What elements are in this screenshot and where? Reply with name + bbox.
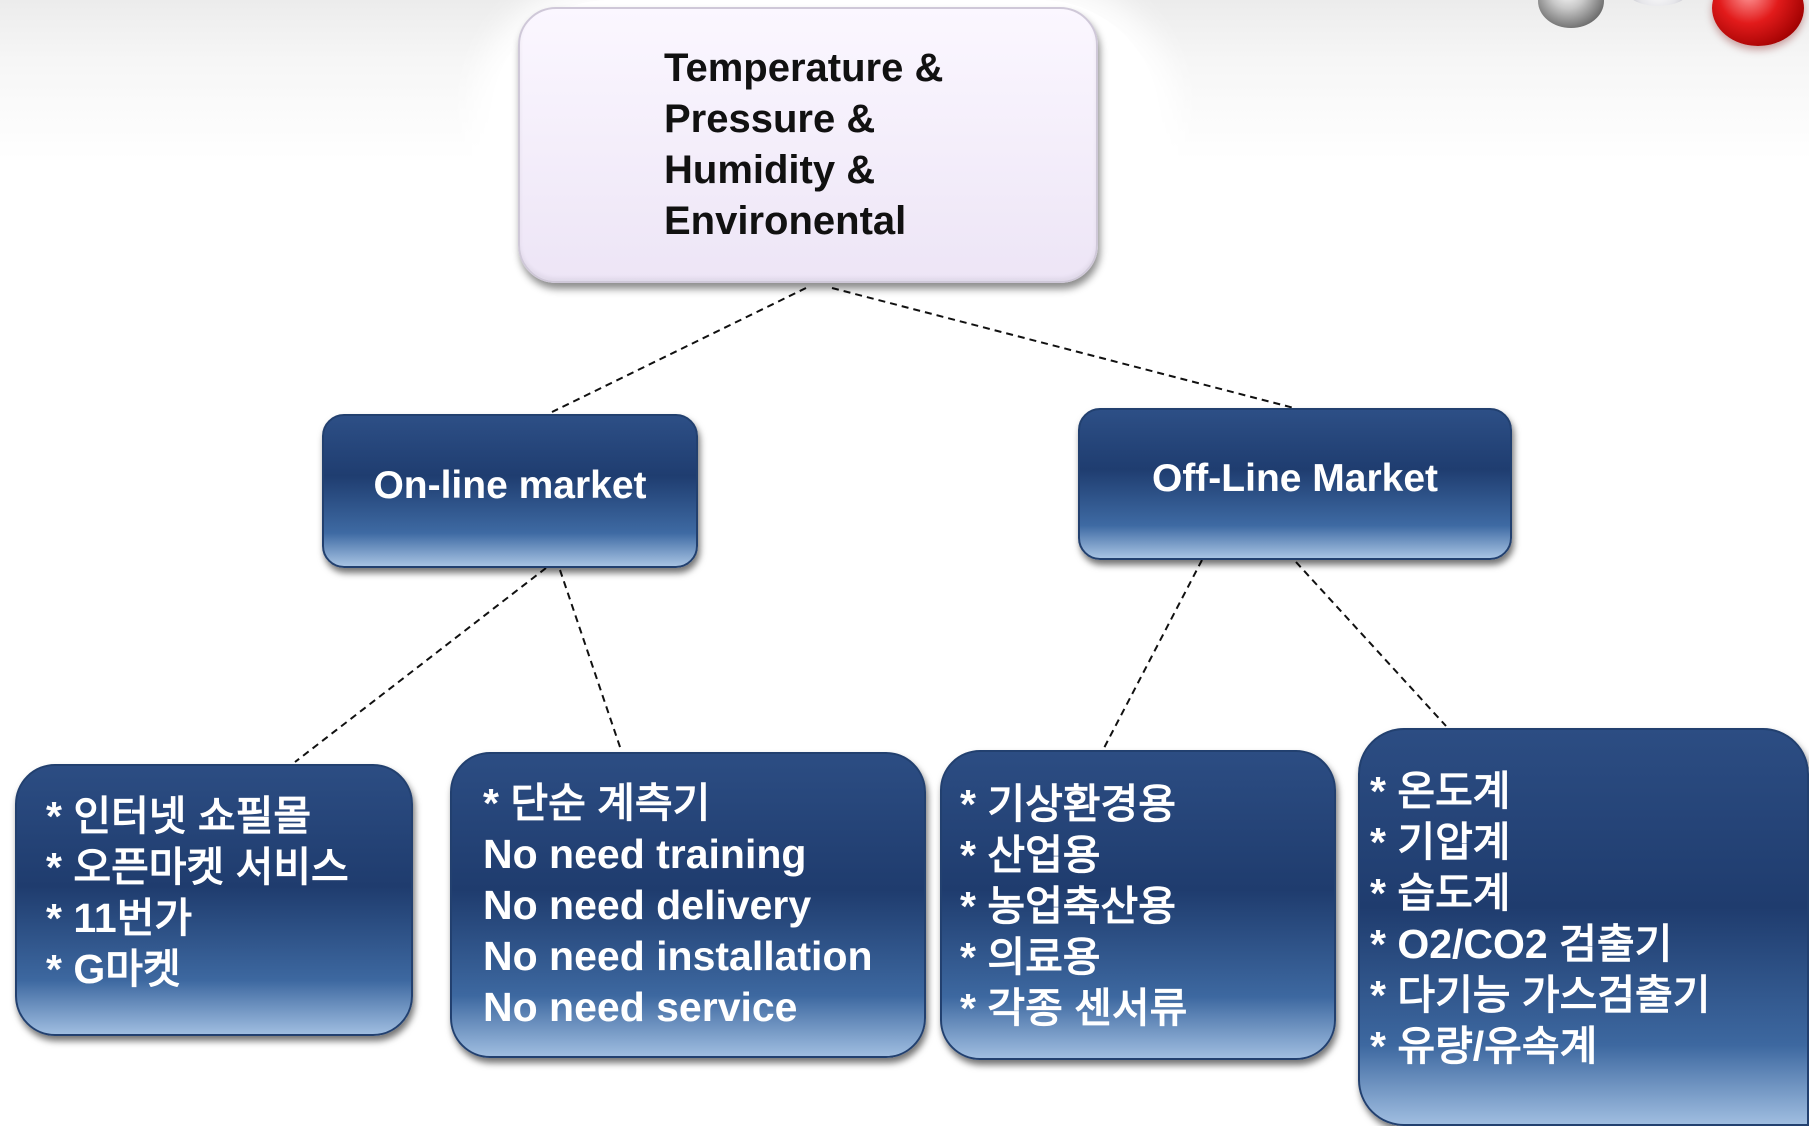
list-item: No need training xyxy=(483,831,807,877)
white-orb-icon xyxy=(1628,0,1688,6)
list-item: * 산업용 xyxy=(960,832,1101,878)
list-item: * G마켓 xyxy=(46,946,181,992)
list-item: * O2/CO2 검출기 xyxy=(1370,921,1673,967)
list-item: * 11번가 xyxy=(46,895,193,941)
list-item: * 기상환경용 xyxy=(960,781,1176,827)
list-item: * 단순 계측기 xyxy=(483,780,711,826)
list-item: * 오픈마켓 서비스 xyxy=(46,844,349,890)
offline-instruments-node: * 온도계 * 기압계 * 습도계 * O2/CO2 검출기 * 다기능 가스검… xyxy=(1358,728,1809,1126)
connector-online-shops xyxy=(294,567,547,763)
list-item: No need service xyxy=(483,984,798,1030)
online-market-label: On-line market xyxy=(373,464,647,507)
offline-market-node: Off-Line Market xyxy=(1078,408,1512,560)
connector-offline-instruments xyxy=(1295,561,1447,727)
list-item: * 기압계 xyxy=(1370,819,1511,865)
root-node: Temperature & Pressure & Humidity & Envi… xyxy=(518,7,1098,283)
offline-market-label: Off-Line Market xyxy=(1151,457,1439,500)
list-item: * 각종 센서류 xyxy=(960,985,1188,1031)
list-item: * 농업축산용 xyxy=(960,883,1176,929)
online-market-node: On-line market xyxy=(322,414,698,568)
online-shops-node: * 인터넷 쇼필몰 * 오픈마켓 서비스 * 11번가 * G마켓 xyxy=(15,764,413,1036)
connector-root-online xyxy=(551,287,807,413)
list-item: * 다기능 가스검출기 xyxy=(1370,972,1711,1018)
connector-online-simple xyxy=(559,569,622,751)
list-item: * 유량/유속계 xyxy=(1370,1023,1598,1069)
connector-offline-uses xyxy=(1103,559,1203,749)
root-line: Environental xyxy=(664,199,907,243)
list-item: * 습도계 xyxy=(1370,870,1511,916)
list-item: * 인터넷 쇼필몰 xyxy=(46,793,312,839)
root-label: Temperature & Pressure & Humidity & Envi… xyxy=(664,43,943,247)
root-line: Pressure & xyxy=(664,97,876,141)
online-simple-node: * 단순 계측기 No need training No need delive… xyxy=(450,752,926,1058)
list-item: No need installation xyxy=(483,933,873,979)
offline-uses-node: * 기상환경용 * 산업용 * 농업축산용 * 의료용 * 각종 센서류 xyxy=(940,750,1336,1060)
root-line: Humidity & xyxy=(664,148,876,192)
list-item: * 의료용 xyxy=(960,934,1101,980)
list-item: * 온도계 xyxy=(1370,768,1511,814)
connector-root-offline xyxy=(831,287,1295,409)
list-item: No need delivery xyxy=(483,882,812,928)
root-line: Temperature & xyxy=(664,46,944,90)
